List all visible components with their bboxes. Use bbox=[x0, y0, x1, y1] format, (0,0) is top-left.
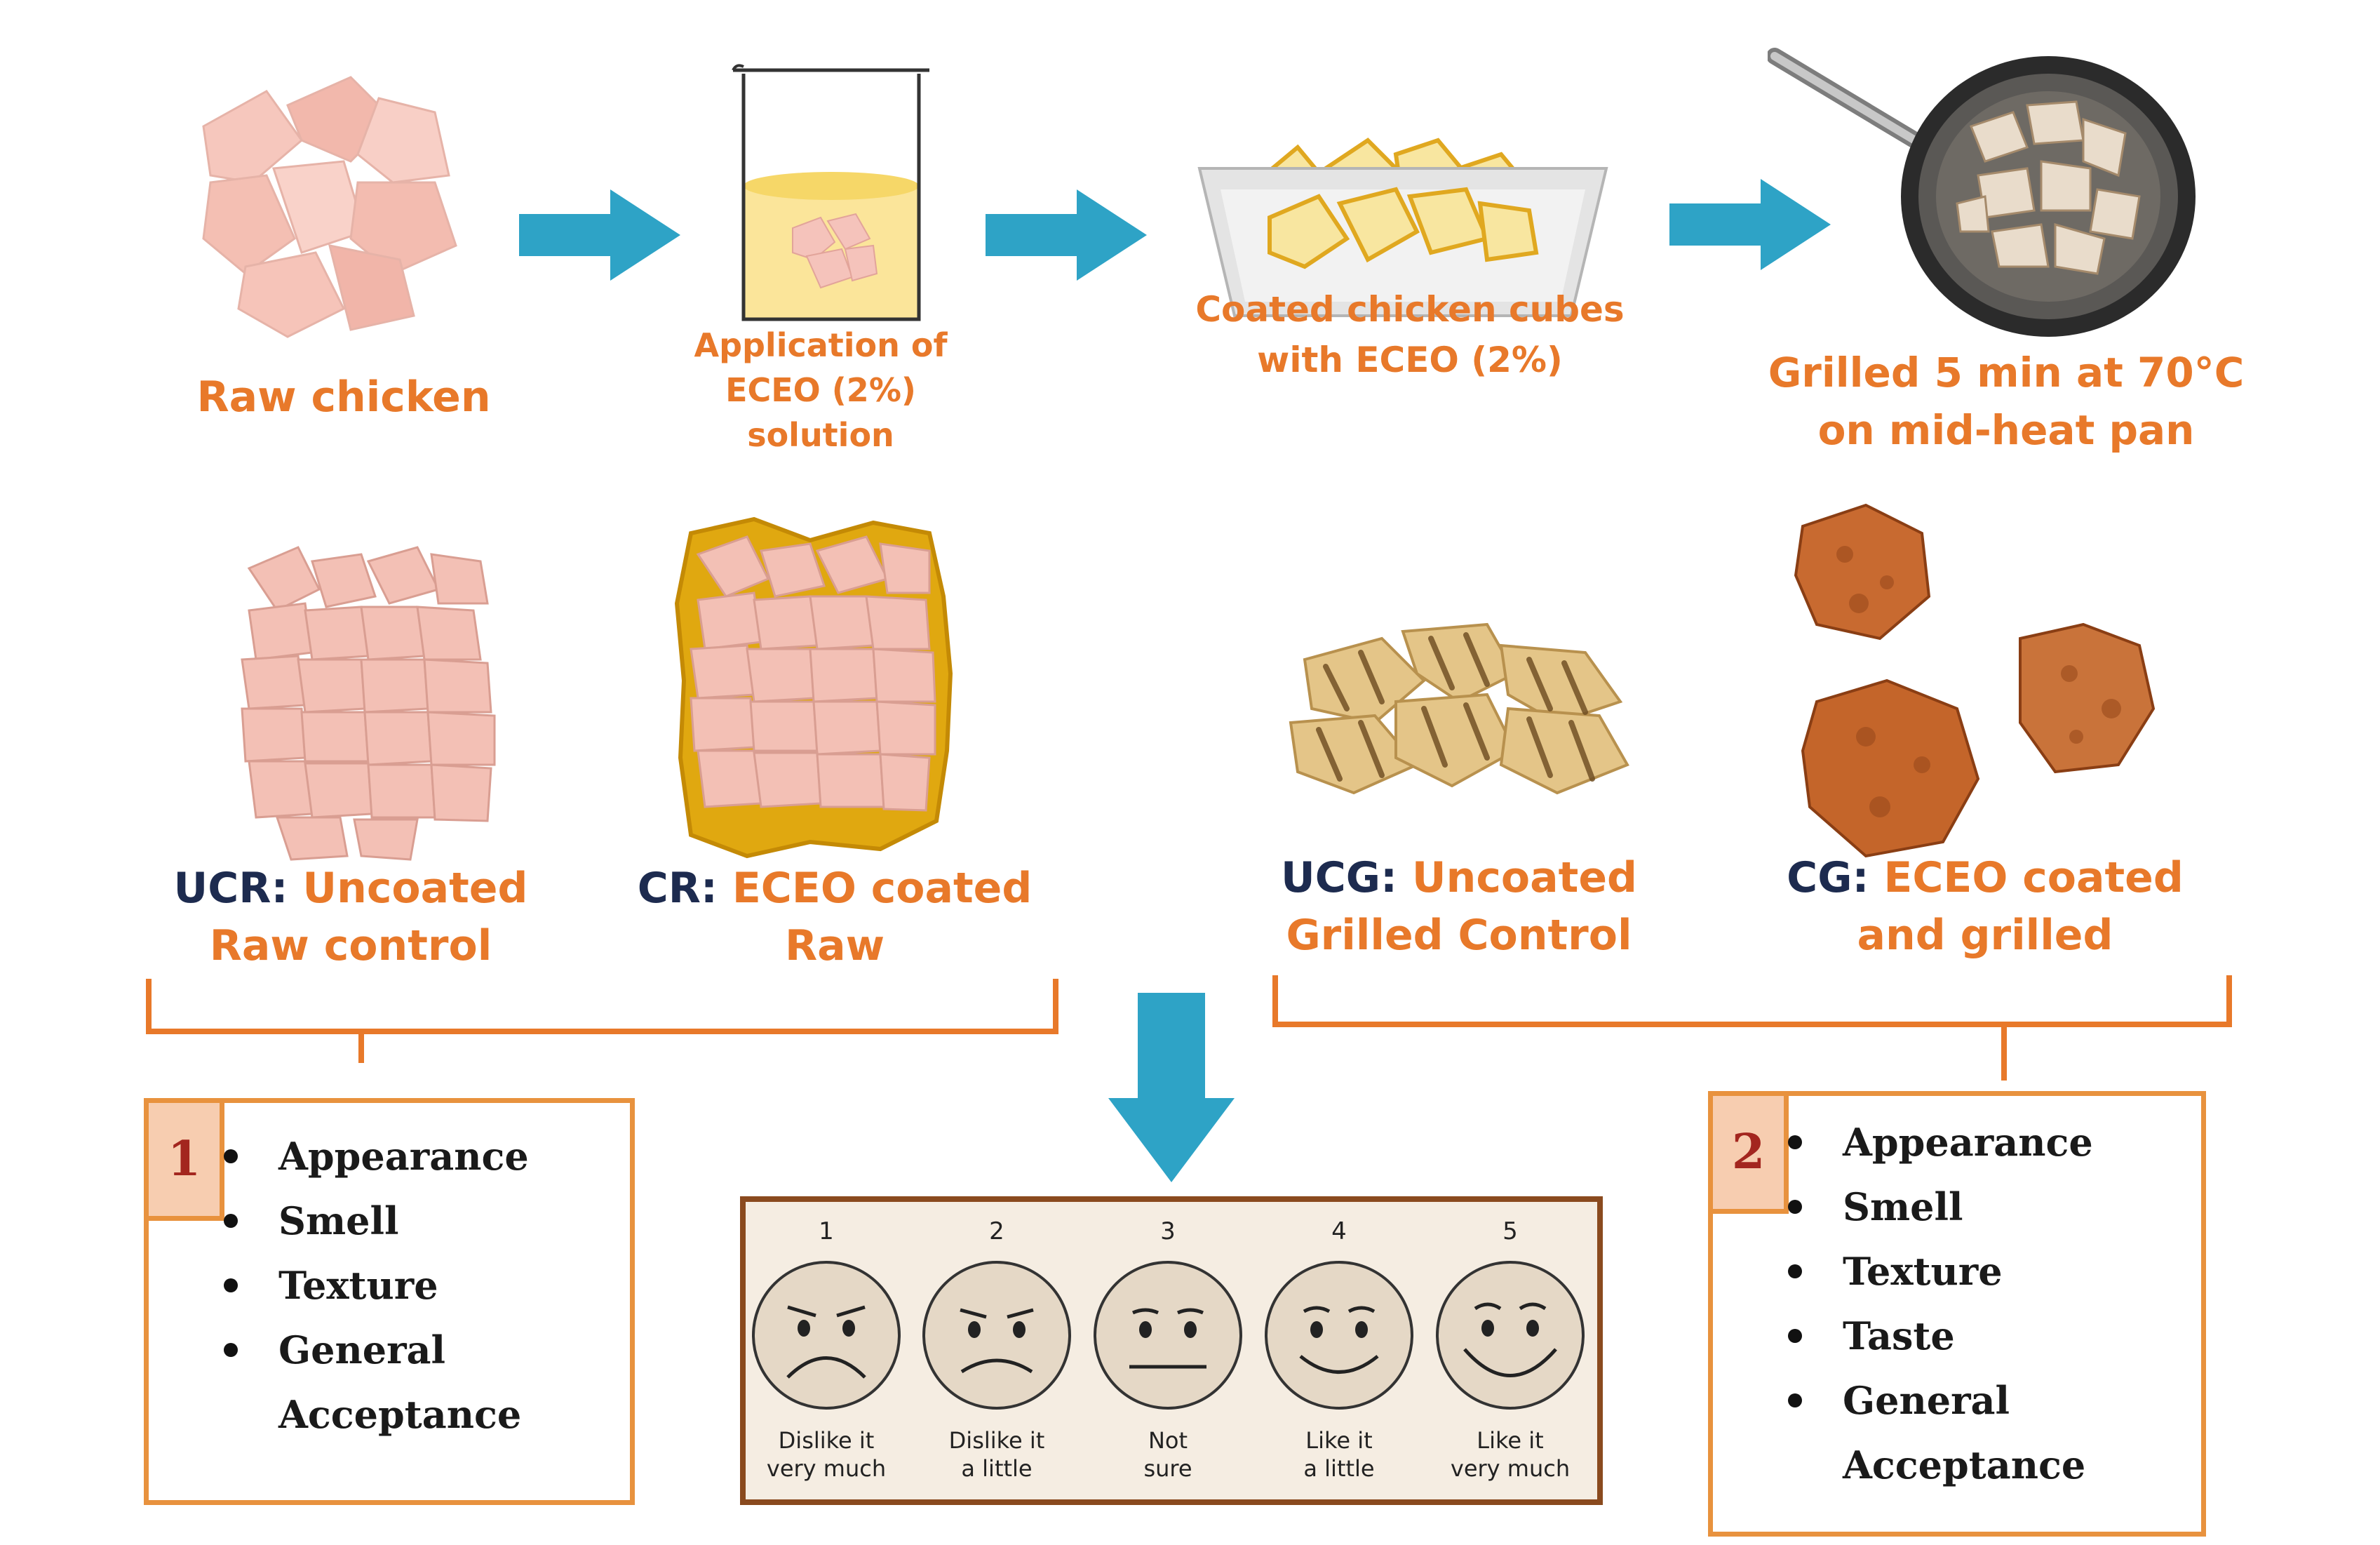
sample-name: ECEO coated Raw bbox=[732, 864, 1033, 970]
frying-pan-icon bbox=[1768, 48, 2196, 337]
bullet-icon bbox=[224, 1343, 238, 1357]
step-caption-raw-chicken: Raw chicken bbox=[196, 373, 491, 422]
scale-number: 1 bbox=[819, 1217, 834, 1245]
step-caption-grilled: Grilled 5 min at 70°C on mid-heat pan bbox=[1768, 349, 2245, 454]
raw-cubes-image bbox=[241, 546, 496, 861]
attribute-item-continuation: Acceptance bbox=[215, 1382, 529, 1447]
sample-code: UCG: bbox=[1281, 853, 1398, 902]
bracket-grilled-group bbox=[1272, 975, 2232, 1081]
attribute-item: Texture bbox=[1780, 1239, 2093, 1304]
attribute-text: Texture bbox=[278, 1263, 438, 1308]
step-caption-coated: Coated chicken cubes with ECEO (2%) bbox=[1195, 289, 1625, 380]
attribute-text: Acceptance bbox=[1843, 1443, 2086, 1487]
bullet-icon bbox=[1788, 1329, 1802, 1343]
sample-name: Uncoated Grilled Control bbox=[1286, 853, 1637, 960]
right-arrow-icon bbox=[519, 189, 680, 281]
sample-name: Uncoated Raw control bbox=[209, 864, 528, 970]
bullet-icon bbox=[1788, 1393, 1802, 1407]
happy-face-icon bbox=[1265, 1261, 1413, 1410]
attribute-text: Texture bbox=[1843, 1249, 2003, 1294]
right-arrow-icon bbox=[1669, 179, 1831, 270]
attribute-text: Smell bbox=[278, 1198, 399, 1243]
attribute-list: Appearance Smell Texture General Accepta… bbox=[215, 1124, 529, 1447]
attribute-item-continuation: Acceptance bbox=[1780, 1433, 2093, 1497]
sample-code: CG: bbox=[1787, 853, 1869, 902]
coating-tray-icon bbox=[1197, 138, 1608, 317]
bullet-icon bbox=[224, 1278, 238, 1292]
bracket-raw-group bbox=[146, 979, 1058, 1063]
sample-code: CR: bbox=[637, 864, 718, 913]
scale-number: 4 bbox=[1331, 1217, 1347, 1245]
beaker-icon bbox=[732, 64, 929, 321]
panel-badge: 2 bbox=[1708, 1091, 1789, 1214]
attribute-text: Acceptance bbox=[278, 1392, 522, 1437]
attribute-text: Appearance bbox=[278, 1134, 529, 1179]
grilled-chicken-image bbox=[1289, 622, 1629, 795]
attribute-panel-grilled: 2 Appearance Smell Texture Taste General… bbox=[1708, 1091, 2206, 1537]
attribute-text: General bbox=[278, 1327, 446, 1372]
attribute-item: Smell bbox=[215, 1189, 529, 1253]
sample-label-ucr: UCR: Uncoated Raw control bbox=[140, 860, 561, 975]
raw-chicken-image bbox=[202, 76, 457, 338]
attribute-panel-raw: 1 Appearance Smell Texture General Accep… bbox=[144, 1098, 635, 1505]
sample-label-cg: CG: ECEO coated and grilled bbox=[1740, 849, 2231, 964]
right-arrow-icon bbox=[986, 189, 1147, 281]
scale-number: 5 bbox=[1502, 1217, 1518, 1245]
bullet-icon bbox=[1788, 1264, 1802, 1278]
coated-raw-cubes-image bbox=[674, 516, 953, 859]
sample-code: UCR: bbox=[173, 864, 288, 913]
scale-number: 2 bbox=[989, 1217, 1004, 1245]
sad-face-icon bbox=[922, 1261, 1071, 1410]
bullet-icon bbox=[1788, 1135, 1802, 1149]
scale-number: 3 bbox=[1160, 1217, 1176, 1245]
attribute-item: Appearance bbox=[215, 1124, 529, 1189]
sample-label-cr: CR: ECEO coated Raw bbox=[603, 860, 1066, 975]
panel-badge: 1 bbox=[144, 1098, 224, 1221]
attribute-item: Smell bbox=[1780, 1175, 2093, 1239]
bullet-icon bbox=[224, 1214, 238, 1228]
very-sad-face-icon bbox=[752, 1261, 901, 1410]
bullet-icon bbox=[224, 1149, 238, 1163]
attribute-text: Taste bbox=[1843, 1313, 1955, 1358]
attribute-item: General bbox=[215, 1318, 529, 1382]
attribute-item: Taste bbox=[1780, 1304, 2093, 1368]
very-happy-face-icon bbox=[1436, 1261, 1585, 1410]
step-caption-application: Application of ECEO (2%) solution bbox=[694, 326, 948, 454]
attribute-item: General bbox=[1780, 1368, 2093, 1433]
sample-name: ECEO coated and grilled bbox=[1857, 853, 2184, 960]
down-arrow-icon bbox=[1108, 993, 1235, 1182]
coated-grilled-chicken-image bbox=[1794, 503, 2156, 858]
attribute-item: Texture bbox=[215, 1253, 529, 1318]
attribute-text: Smell bbox=[1843, 1184, 1963, 1229]
attribute-list: Appearance Smell Texture Taste General A… bbox=[1780, 1110, 2093, 1497]
attribute-text: Appearance bbox=[1843, 1120, 2093, 1165]
neutral-face-icon bbox=[1094, 1261, 1242, 1410]
attribute-item: Appearance bbox=[1780, 1110, 2093, 1175]
sample-label-ucg: UCG: Uncoated Grilled Control bbox=[1263, 849, 1655, 964]
bullet-icon bbox=[1788, 1200, 1802, 1214]
attribute-text: General bbox=[1843, 1378, 2010, 1423]
